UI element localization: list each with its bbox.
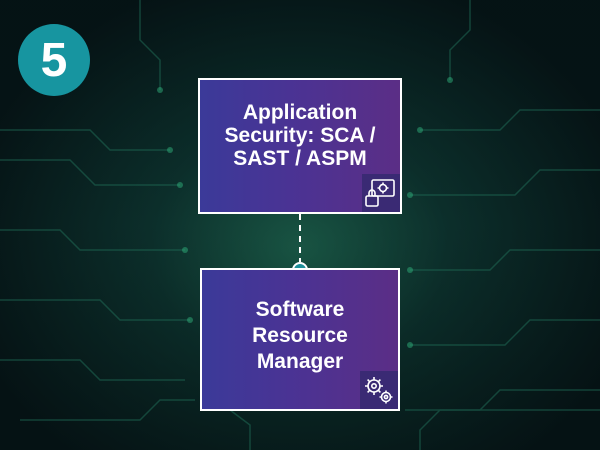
software-resource-manager-node: Software Resource Manager — [200, 268, 400, 411]
dashed-connector — [299, 214, 301, 262]
software-resource-manager-label: Software Resource Manager — [252, 297, 348, 373]
step-number: 5 — [40, 33, 68, 87]
step-number-badge: 5 — [18, 24, 90, 96]
secure-settings-icon — [362, 174, 400, 212]
gears-icon — [360, 371, 398, 409]
application-security-label: Application Security: SCA / SAST / ASPM — [224, 100, 376, 170]
application-security-node: Application Security: SCA / SAST / ASPM — [198, 78, 402, 214]
